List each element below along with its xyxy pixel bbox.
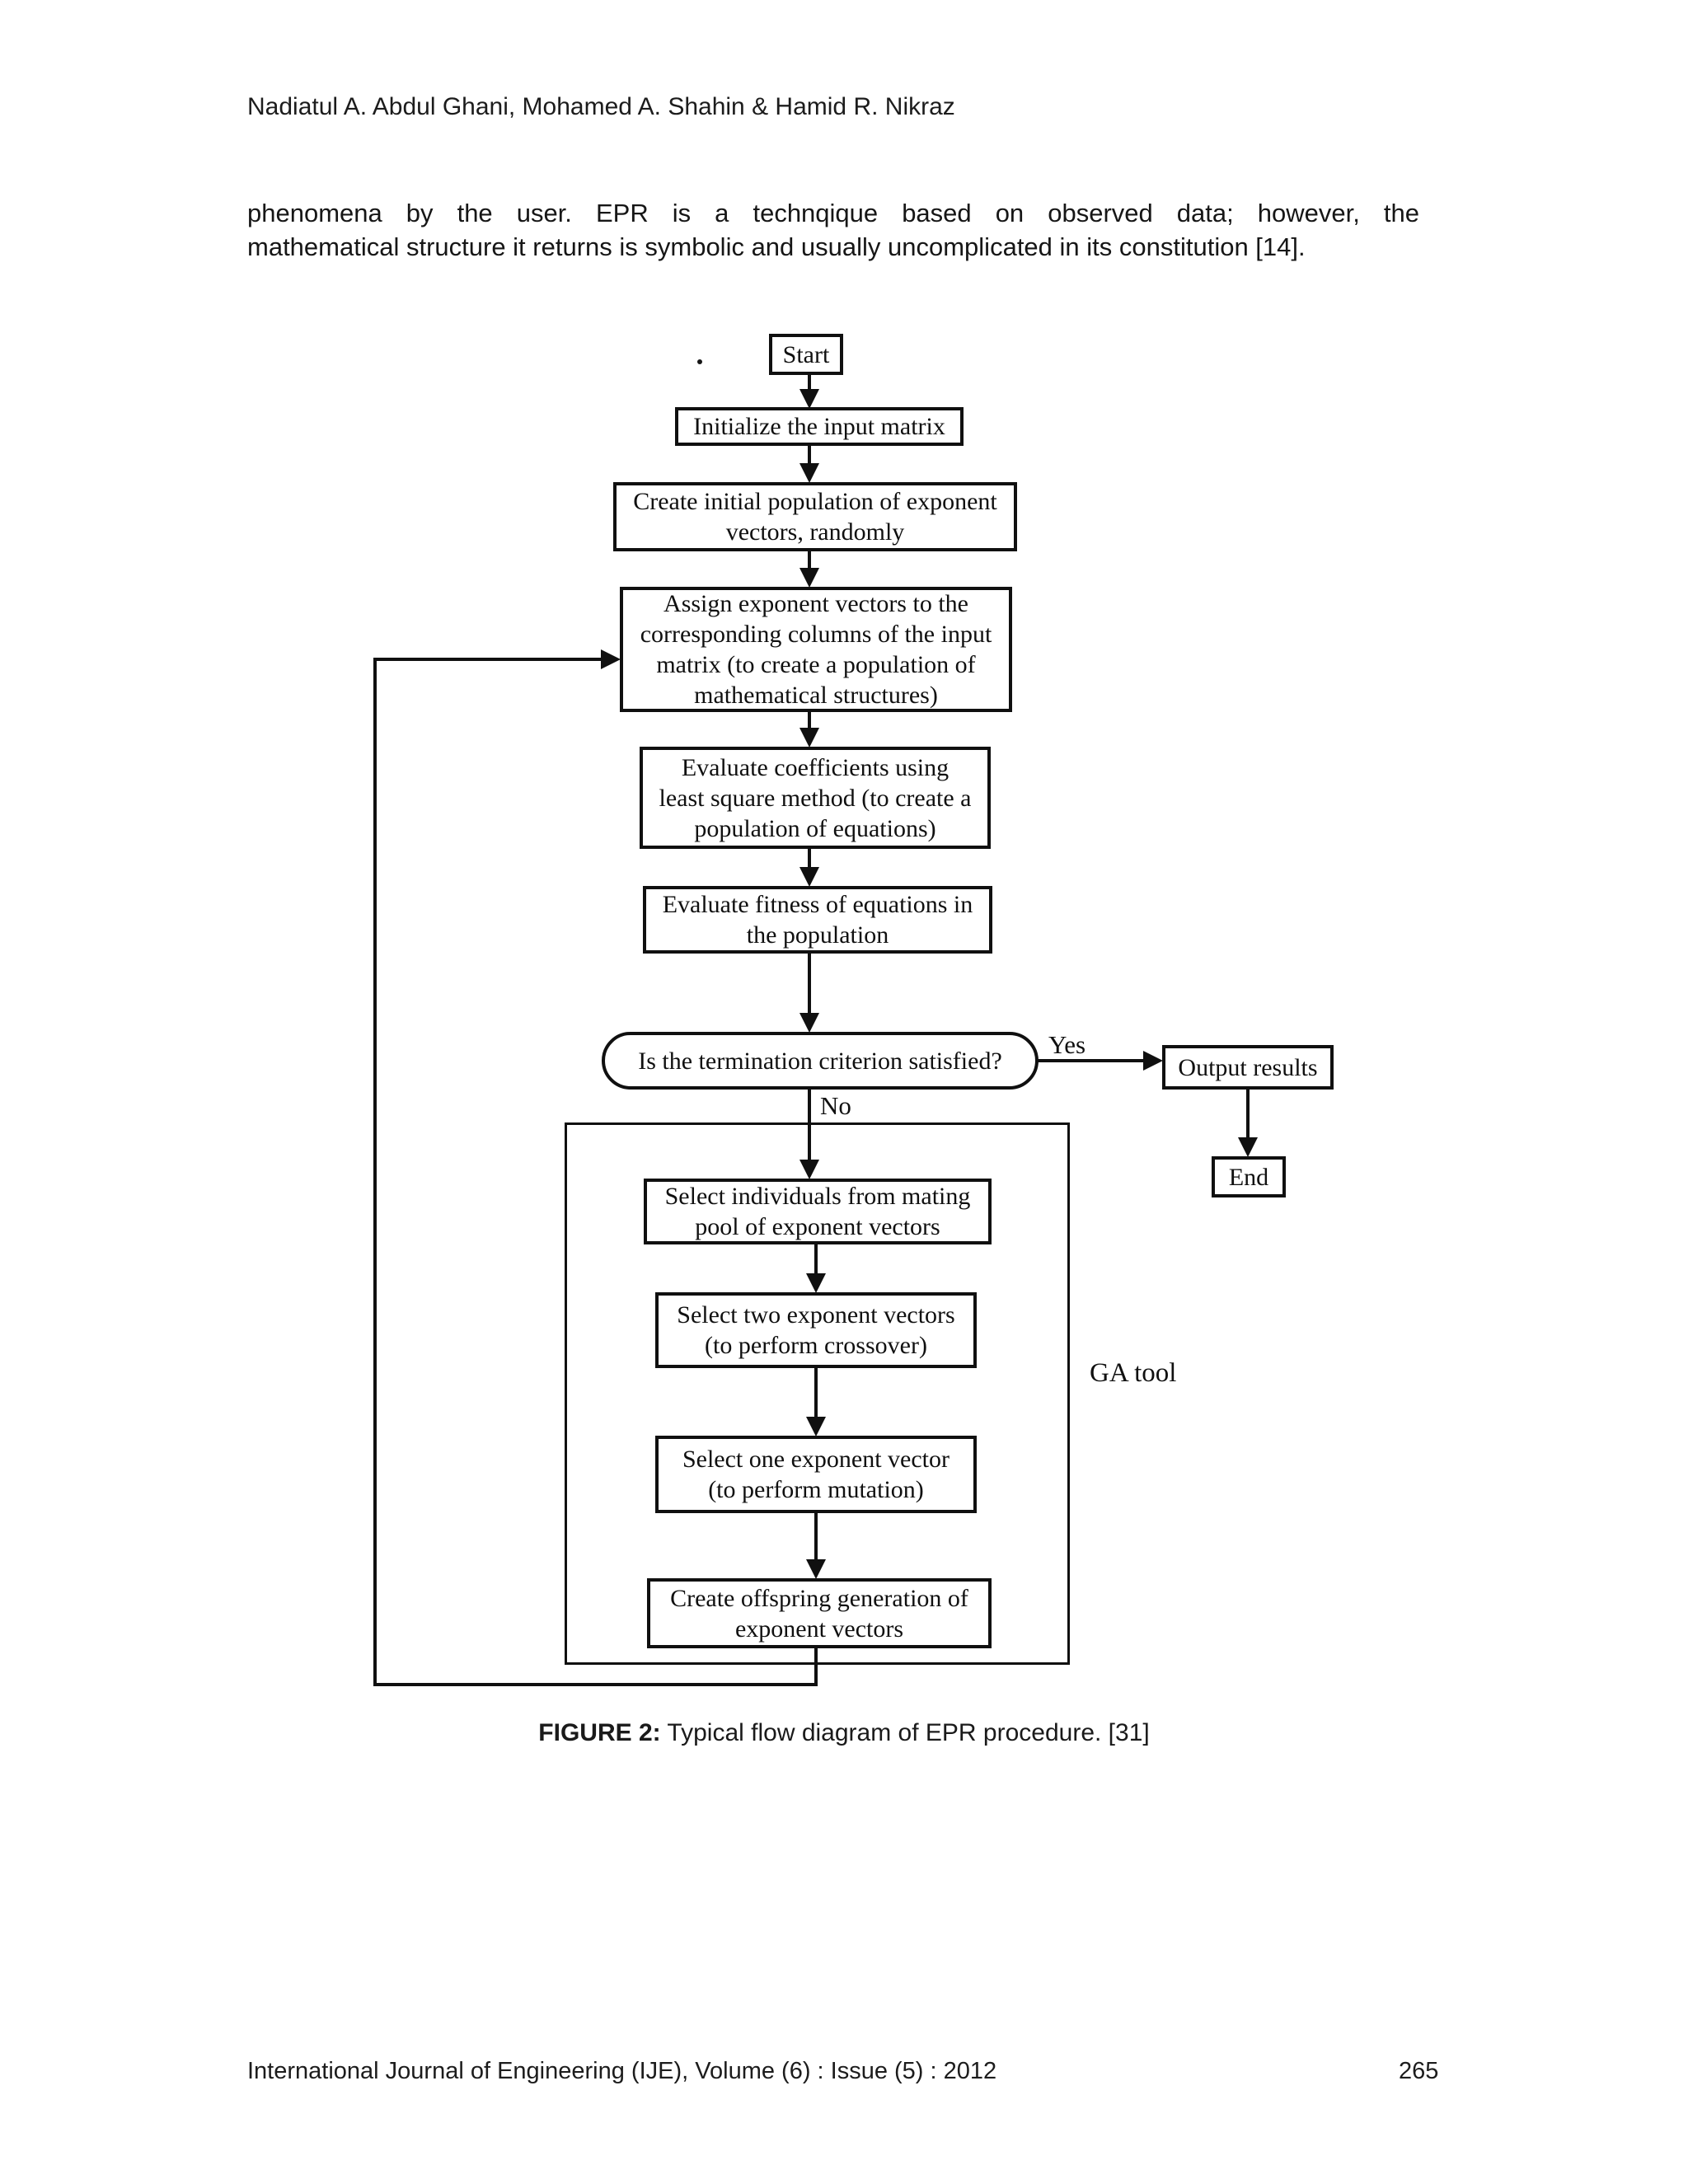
flow-node-select-one-vector: Select one exponent vector (to perform m…	[655, 1436, 977, 1513]
flow-node-end: End	[1212, 1156, 1286, 1197]
figure-caption: FIGURE 2: Typical flow diagram of EPR pr…	[0, 1719, 1688, 1747]
edge-label-no: No	[820, 1091, 851, 1120]
flow-node-start: Start	[769, 334, 843, 375]
paragraph-line-1: phenomena by the user. EPR is a technqiq…	[247, 199, 1419, 227]
edge-label-yes: Yes	[1048, 1030, 1086, 1059]
flow-node-create-offspring: Create offspring generation of exponent …	[647, 1578, 992, 1648]
flow-node-create-initial-population: Create initial population of exponent ve…	[613, 482, 1017, 551]
flow-node-select-individuals: Select individuals from mating pool of e…	[644, 1179, 992, 1244]
footer-journal-line: International Journal of Engineering (IJ…	[247, 2058, 997, 2084]
ga-tool-annotation: GA tool	[1090, 1358, 1177, 1388]
flow-decision-termination-criterion: Is the termination criterion satisfied?	[602, 1032, 1039, 1090]
footer-page-number: 265	[1399, 2058, 1439, 2084]
paragraph-line-2: mathematical structure it returns is sym…	[247, 232, 1306, 261]
figure-caption-label: FIGURE 2:	[538, 1719, 661, 1746]
running-head-authors: Nadiatul A. Abdul Ghani, Mohamed A. Shah…	[247, 93, 955, 120]
flow-node-evaluate-fitness: Evaluate fitness of equations in the pop…	[643, 886, 992, 954]
flow-node-initialize-input-matrix: Initialize the input matrix	[675, 407, 964, 446]
flow-node-select-two-vectors: Select two exponent vectors (to perform …	[655, 1292, 977, 1368]
figure-caption-text: Typical flow diagram of EPR procedure. […	[660, 1719, 1150, 1746]
flow-node-output-results: Output results	[1162, 1045, 1334, 1090]
flow-node-evaluate-coefficients: Evaluate coefficients using least square…	[640, 747, 991, 849]
scan-artifact-dot	[697, 359, 702, 364]
flow-node-assign-exponent-vectors: Assign exponent vectors to the correspon…	[620, 587, 1012, 712]
body-paragraph: phenomena by the user. EPR is a technqiq…	[247, 196, 1419, 264]
